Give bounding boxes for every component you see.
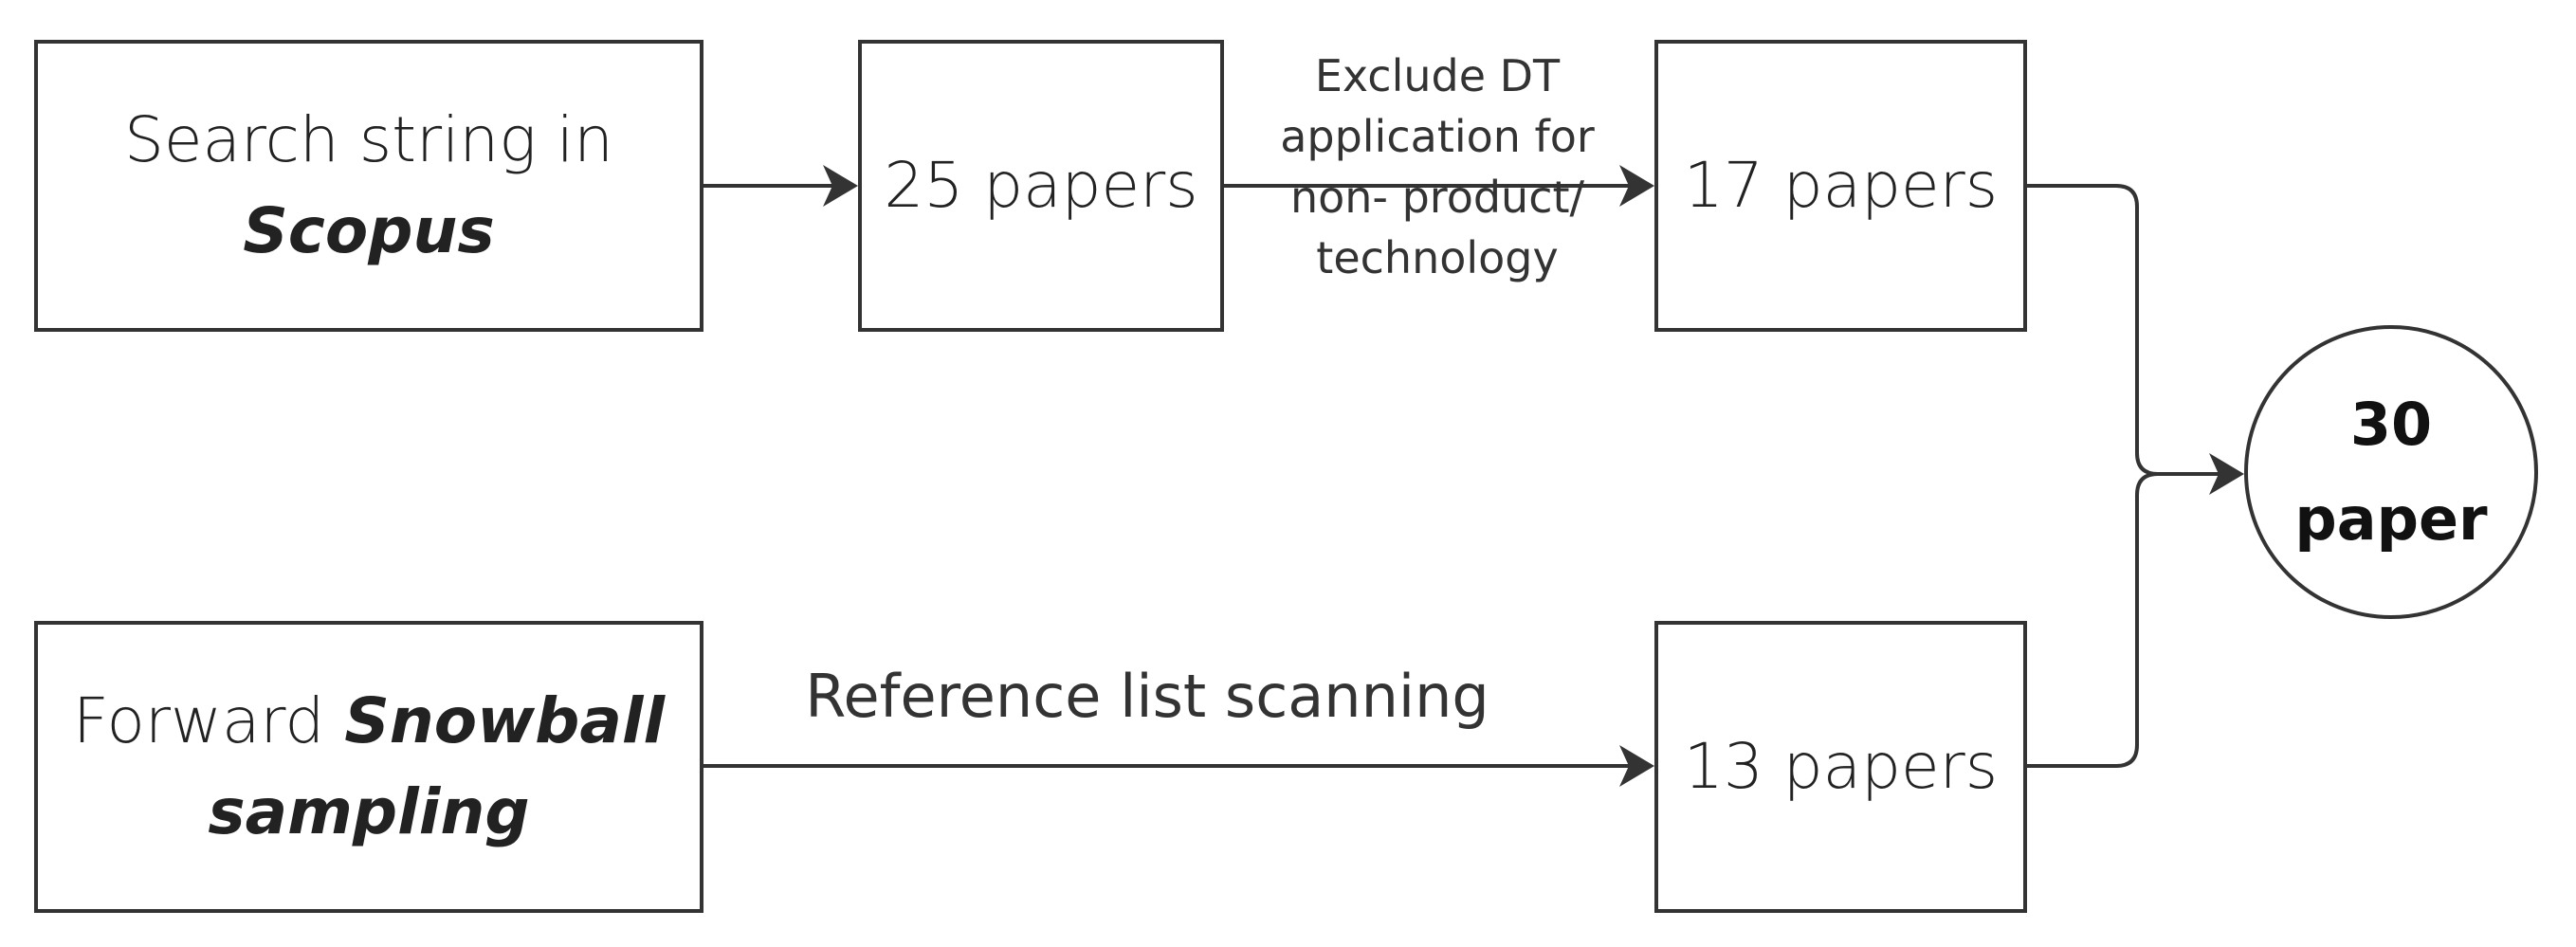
snowball-box: Forward Snowball sampling [34,621,703,913]
exclude-label-line: technology [1316,232,1559,283]
snowball-prefix: Forward [72,684,345,757]
arrow-25-to-17-head [1619,165,1654,207]
snowball-emphasis-second: sampling [208,775,530,848]
papers-13-label: 13 papers [1683,730,1999,803]
exclude-label-line: Exclude DT [1314,50,1561,101]
exclude-label: Exclude DT application for non- product/… [1229,46,1646,288]
connector-13-to-merge [2027,472,2159,768]
arrow-merge-to-result-head [2209,453,2244,495]
snowball-emphasis: Snowball [344,684,666,757]
scopus-search-box: Search string in Scopus [34,40,703,332]
papers-17-label: 17 papers [1683,149,1999,222]
scopus-search-text: Search string in [123,103,614,176]
reference-label: Reference list scanning [805,662,1489,731]
result-unit: paper [2294,484,2488,554]
connector-17-to-merge [2027,184,2159,476]
arrow-scopus-to-25-head [823,165,858,207]
papers-13-box: 13 papers [1654,621,2027,913]
papers-25-box: 25 papers [858,40,1224,332]
papers-25-label: 25 papers [884,149,1198,222]
exclude-label-line: application for [1280,111,1595,162]
exclude-label-line: non- product/ [1289,172,1585,223]
result-count: 30 [2349,390,2433,459]
arrow-snowball-to-13-head [1619,745,1654,787]
papers-17-box: 17 papers [1654,40,2027,332]
result-circle: 30 paper [2244,325,2538,619]
scopus-name: Scopus [243,194,495,267]
